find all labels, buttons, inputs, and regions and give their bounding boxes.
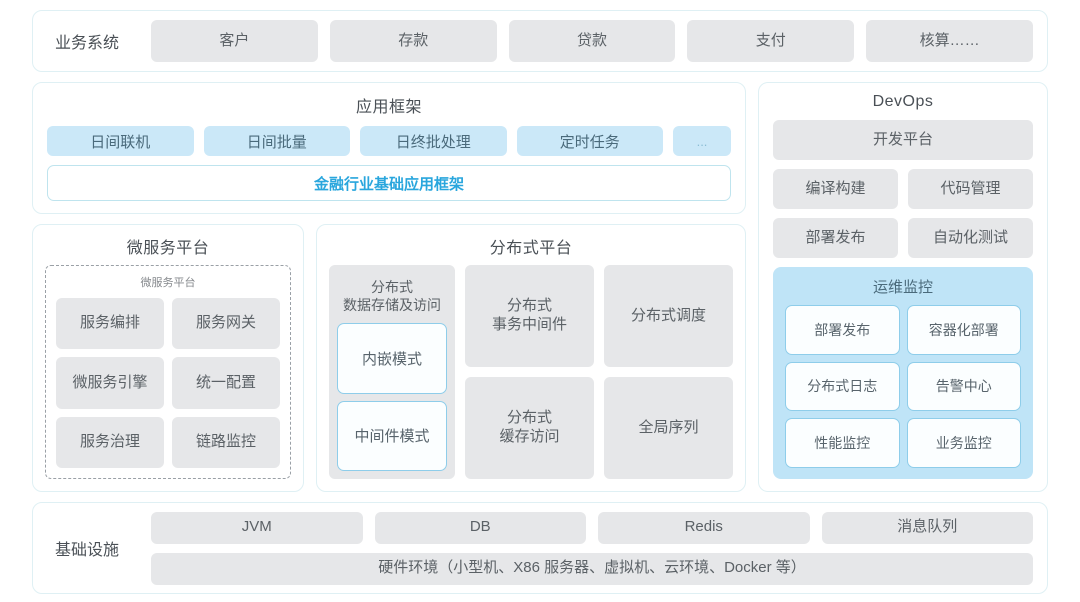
business-systems-label: 业务系统: [54, 35, 119, 52]
hardware-environment-bar[interactable]: 硬件环境（小型机、X86 服务器、虚拟机、云环境、Docker 等）: [151, 552, 1033, 585]
infrastructure-panel: 基础设施 JVM DB Redis 消息队列 硬件环境（小型机、X86 服务器、…: [32, 502, 1048, 594]
storage-mode-item[interactable]: 内嵌模式: [337, 323, 447, 394]
devops-platform-item[interactable]: 开发平台: [773, 120, 1033, 160]
ops-monitoring-title: 运维监控: [872, 279, 933, 296]
ops-monitoring-item[interactable]: 告警中心: [906, 361, 1021, 412]
microservice-platform-inner-box: 微服务平台 服务编排 服务网关 微服务引擎 统一配置 服务治理 链路监控: [45, 265, 291, 479]
microservice-platform-title: 微服务平台: [126, 240, 210, 257]
ops-monitoring-item[interactable]: 分布式日志: [785, 361, 900, 412]
distributed-platform-panel: 分布式平台 分布式 数据存储及访问 内嵌模式 中间件模式: [316, 224, 746, 492]
business-system-item[interactable]: 客户: [151, 20, 318, 62]
application-framework-chips: 日间联机 日间批量 日终批处理 定时任务 ...: [47, 126, 731, 156]
devops-item[interactable]: 自动化测试: [908, 218, 1033, 258]
devops-row: 部署发布 自动化测试: [773, 218, 1033, 258]
business-system-item[interactable]: 核算……: [866, 20, 1033, 62]
business-system-item[interactable]: 存款: [329, 20, 497, 62]
business-systems-panel: 业务系统 客户 存款 贷款 支付 核算……: [32, 10, 1048, 72]
microservice-platform-panel: 微服务平台 微服务平台 服务编排 服务网关 微服务引擎 统一配置 服务治理 链路…: [32, 224, 304, 492]
distributed-item[interactable]: 全局序列: [604, 377, 733, 479]
infrastructure-item[interactable]: Redis: [598, 511, 810, 544]
business-systems-cells: 客户 存款 贷款 支付 核算……: [151, 20, 1033, 62]
platform-column: 应用框架 日间联机 日间批量 日终批处理 定时任务 ... 金融行业基础应用框架…: [32, 82, 746, 492]
microservice-item[interactable]: 服务网关: [172, 298, 280, 350]
ops-monitoring-item[interactable]: 容器化部署: [906, 305, 1021, 355]
distributed-item-line1: 分布式: [506, 409, 552, 427]
distributed-item-line2: 事务中间件: [491, 316, 567, 333]
distributed-platform-grid: 分布式 事务中间件 分布式调度 分布式 缓存访问: [465, 265, 733, 479]
application-framework-panel: 应用框架 日间联机 日间批量 日终批处理 定时任务 ... 金融行业基础应用框架: [32, 82, 746, 214]
infrastructure-label: 基础设施: [54, 542, 119, 559]
devops-column: DevOps 开发平台 编译构建 代码管理 部署发布 自动化测试 运维监控 部署…: [758, 82, 1048, 492]
ops-monitoring-item[interactable]: 业务监控: [906, 418, 1021, 468]
ops-monitoring-item[interactable]: 性能监控: [785, 418, 900, 468]
devops-row: 编译构建 代码管理: [773, 169, 1033, 209]
distributed-item-text: 分布式 事务中间件: [492, 297, 567, 335]
microservice-item[interactable]: 服务编排: [56, 298, 164, 350]
microservice-item[interactable]: 服务治理: [56, 416, 164, 468]
devops-item[interactable]: 部署发布: [773, 218, 898, 258]
app-framework-chip-more[interactable]: ...: [673, 126, 731, 156]
microservice-item[interactable]: 微服务引擎: [56, 357, 164, 409]
application-framework-title: 应用框架: [355, 99, 422, 116]
microservice-platform-subtitle: 微服务平台: [140, 277, 196, 289]
distributed-item[interactable]: 分布式 缓存访问: [465, 377, 594, 479]
devops-panel: DevOps 开发平台 编译构建 代码管理 部署发布 自动化测试 运维监控 部署…: [758, 82, 1048, 492]
microservice-item[interactable]: 统一配置: [172, 357, 280, 409]
infrastructure-stack: JVM DB Redis 消息队列 硬件环境（小型机、X86 服务器、虚拟机、云…: [151, 511, 1033, 585]
devops-item[interactable]: 编译构建: [773, 169, 898, 209]
base-application-framework-bar[interactable]: 金融行业基础应用框架: [47, 165, 731, 201]
distributed-item-line2: 缓存访问: [499, 428, 560, 445]
distributed-storage-title: 分布式 数据存储及访问: [337, 273, 447, 316]
storage-mode-item[interactable]: 中间件模式: [337, 400, 447, 471]
business-system-item[interactable]: 支付: [687, 20, 855, 62]
distributed-item[interactable]: 分布式调度: [604, 265, 733, 367]
distributed-platform-body: 分布式 数据存储及访问 内嵌模式 中间件模式 分布式 事务中间件: [329, 265, 733, 479]
ops-monitoring-panel: 运维监控 部署发布 容器化部署 分布式日志 告警中心 性能监控 业务监控: [773, 267, 1033, 479]
app-framework-chip[interactable]: 日间联机: [47, 126, 194, 156]
infrastructure-item[interactable]: 消息队列: [821, 511, 1033, 544]
infrastructure-item[interactable]: JVM: [151, 511, 363, 544]
app-framework-chip[interactable]: 日终批处理: [360, 126, 507, 156]
devops-item[interactable]: 代码管理: [908, 169, 1033, 209]
distributed-storage-group: 分布式 数据存储及访问 内嵌模式 中间件模式: [329, 265, 455, 479]
microservice-platform-grid: 服务编排 服务网关 微服务引擎 统一配置 服务治理 链路监控: [56, 298, 280, 468]
ops-monitoring-item[interactable]: 部署发布: [785, 305, 900, 355]
infrastructure-item[interactable]: DB: [374, 511, 586, 544]
microservice-item[interactable]: 链路监控: [172, 416, 280, 468]
app-framework-chip[interactable]: 日间批量: [203, 126, 350, 156]
infrastructure-items: JVM DB Redis 消息队列: [151, 511, 1033, 544]
distributed-platform-title: 分布式平台: [489, 240, 573, 257]
ops-monitoring-grid: 部署发布 容器化部署 分布式日志 告警中心 性能监控 业务监控: [785, 305, 1021, 468]
middle-region: 应用框架 日间联机 日间批量 日终批处理 定时任务 ... 金融行业基础应用框架…: [32, 82, 1048, 492]
distributed-item-text: 分布式 缓存访问: [499, 409, 559, 447]
app-framework-chip[interactable]: 定时任务: [516, 126, 663, 156]
distributed-storage-title-line1: 分布式: [371, 279, 413, 295]
distributed-item[interactable]: 分布式 事务中间件: [465, 265, 594, 367]
distributed-storage-title-line2: 数据存储及访问: [343, 296, 441, 313]
business-system-item[interactable]: 贷款: [508, 20, 676, 62]
devops-title: DevOps: [872, 93, 934, 110]
distributed-item-line1: 分布式: [506, 297, 552, 315]
lower-platform-row: 微服务平台 微服务平台 服务编排 服务网关 微服务引擎 统一配置 服务治理 链路…: [32, 224, 746, 492]
